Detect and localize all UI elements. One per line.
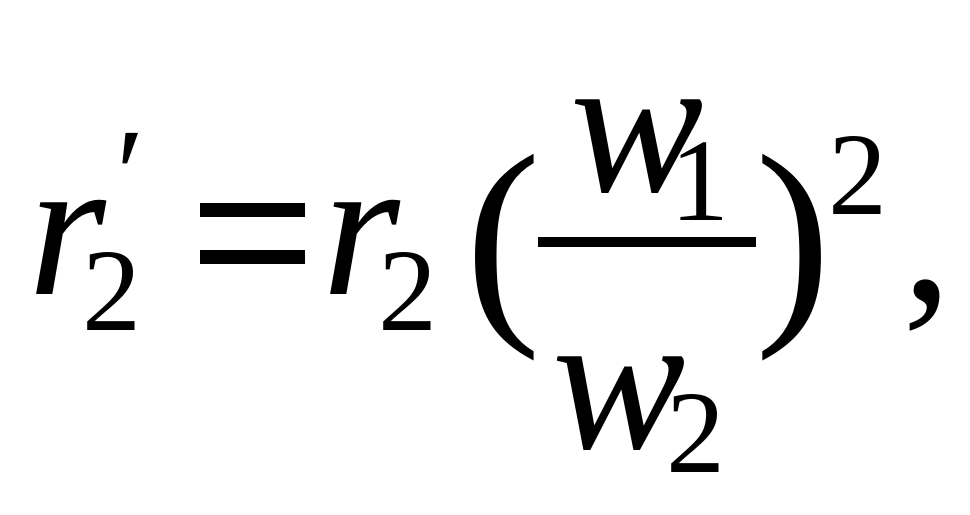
exponent: 2 [828,109,887,240]
prime-mark: ′ [108,103,137,247]
left-parenthesis: ( [465,110,541,362]
rhs-variable: r [322,117,400,338]
equals-bar-top [200,203,305,217]
trailing-comma: , [902,123,952,344]
rhs-subscript: 2 [378,225,437,356]
lhs-variable: r [28,117,106,338]
denominator-variable: w [552,271,686,492]
right-parenthesis: ) [755,110,831,362]
numerator-variable: w [570,14,704,235]
equals-bar-bottom [200,250,305,264]
denominator-subscript: 2 [666,367,725,498]
numerator-subscript: 1 [670,115,729,246]
fraction-bar [538,237,756,247]
lhs-subscript: 2 [82,225,141,356]
